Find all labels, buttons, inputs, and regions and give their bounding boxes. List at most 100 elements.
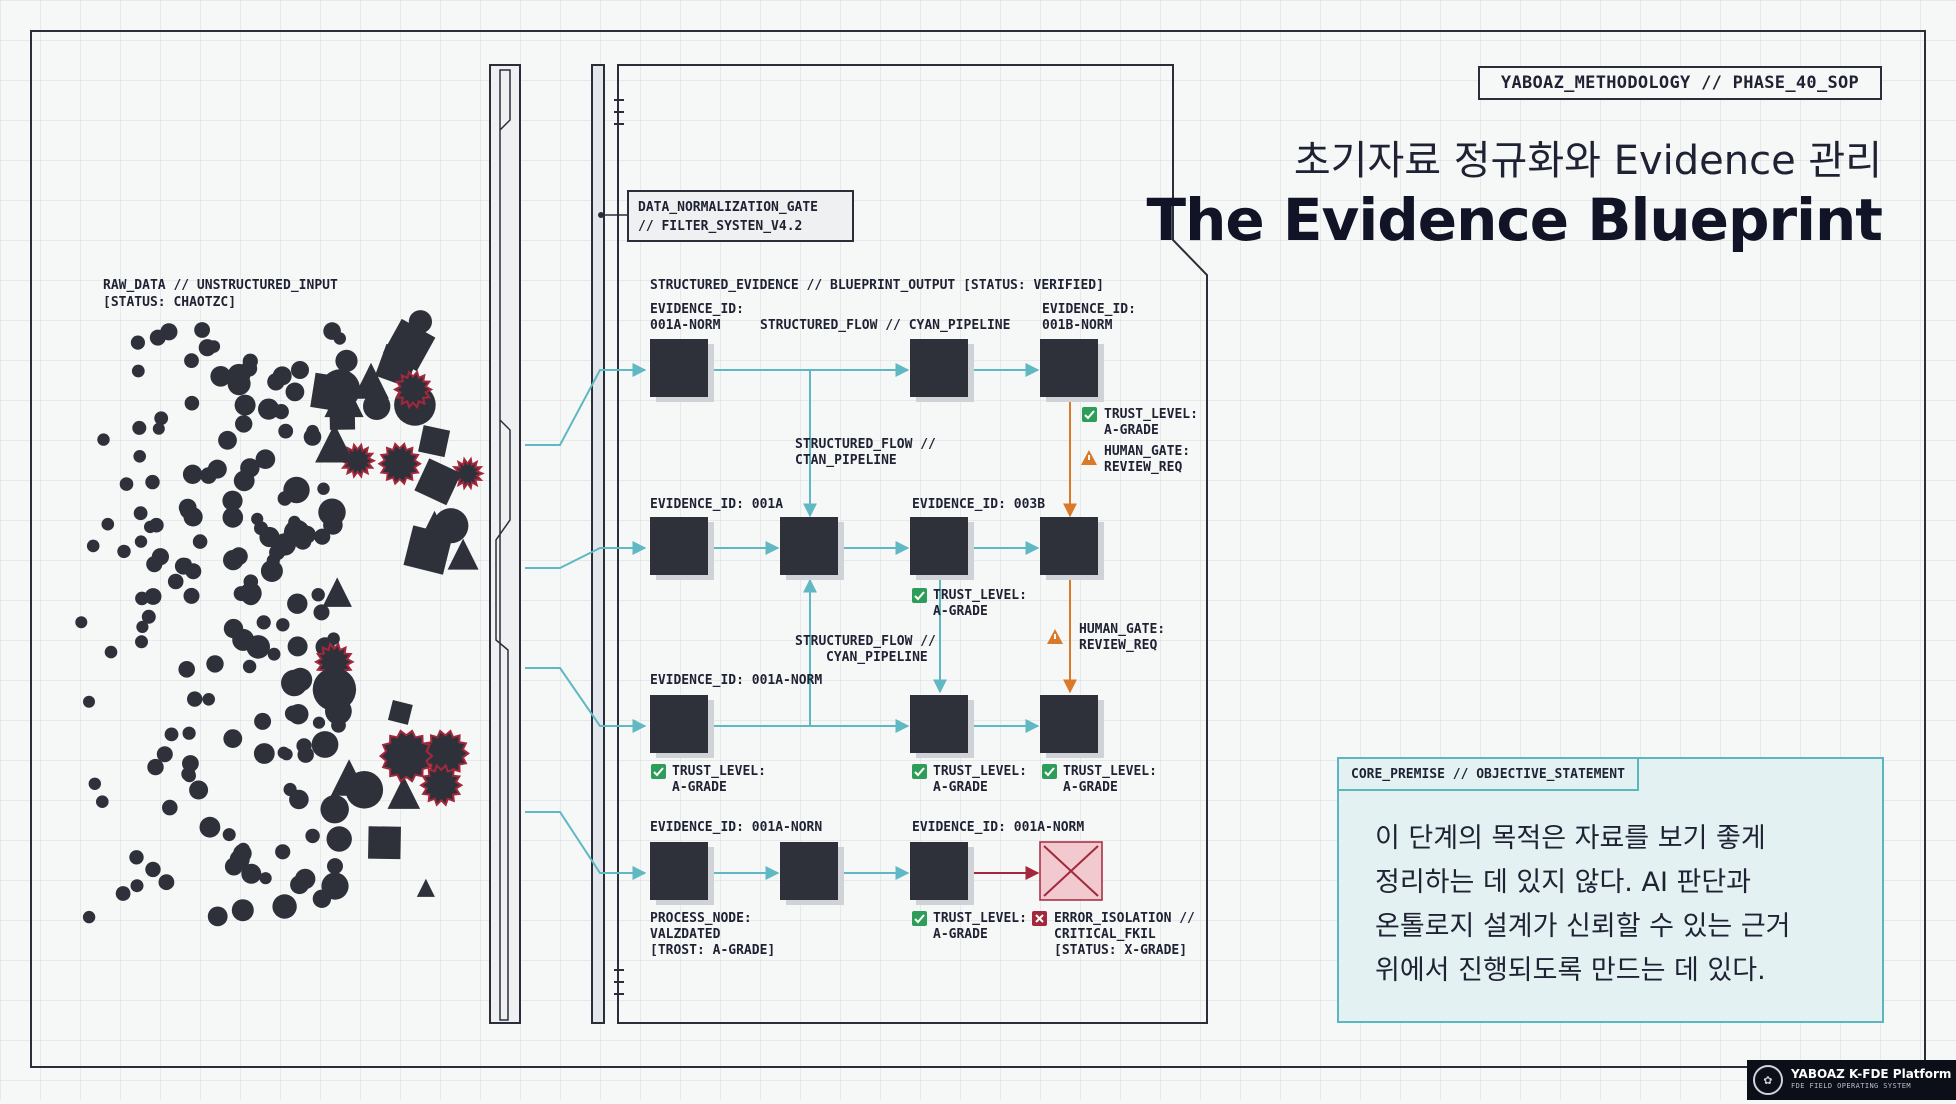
raw-dot bbox=[178, 661, 195, 678]
normalization-gate-wall bbox=[489, 64, 624, 1024]
raw-dot bbox=[117, 544, 131, 559]
raw-dot bbox=[312, 889, 332, 908]
raw-dot bbox=[141, 609, 156, 624]
node-r3-c1 bbox=[650, 695, 714, 758]
status-icons bbox=[651, 407, 1097, 926]
raw-dot bbox=[236, 842, 250, 857]
error-icon bbox=[1032, 911, 1047, 926]
blueprint-labels: EVIDENCE_ID: 001A-NORM STRUCTURED_FLOW /… bbox=[650, 302, 1198, 958]
raw-dot bbox=[232, 628, 255, 651]
raw-dot bbox=[182, 726, 196, 740]
flow-connectors bbox=[712, 363, 1077, 880]
raw-triangle bbox=[315, 423, 354, 463]
raw-dot bbox=[156, 746, 173, 763]
node-r2-c1 bbox=[650, 517, 714, 580]
raw-dot bbox=[184, 395, 200, 411]
gate-label: REVIEW_REQ bbox=[1079, 638, 1157, 653]
gate-label-box: DATA_NORMALIZATION_GATE // FILTER_SYSTEN… bbox=[598, 190, 854, 242]
raw-dot bbox=[284, 705, 301, 722]
error-label: CRITICAL_FKIL bbox=[1054, 927, 1156, 942]
gate-label: REVIEW_REQ bbox=[1104, 460, 1182, 475]
raw-dot bbox=[222, 490, 243, 511]
raw-dot bbox=[189, 780, 209, 800]
core-premise-panel: CORE_PREMISE // OBJECTIVE_STATEMENT 이 단계… bbox=[1337, 757, 1884, 1023]
raw-dot bbox=[267, 373, 285, 391]
raw-dot bbox=[288, 667, 313, 692]
trust-label: A-GRADE bbox=[933, 780, 988, 795]
process-label: VALZDATED bbox=[650, 927, 721, 942]
raw-data-label-line2: [STATUS: CHAOTZC] bbox=[103, 295, 236, 310]
process-label: PROCESS_NODE: bbox=[650, 911, 752, 926]
error-label: ERROR_ISOLATION // bbox=[1054, 911, 1195, 926]
node-r2-c3 bbox=[910, 517, 974, 580]
brand-badge: ✿ YABOAZ K-FDE Platform FDE FIELD OPERAT… bbox=[1747, 1060, 1956, 1100]
node-r3-c4 bbox=[1040, 695, 1104, 758]
raw-dot bbox=[227, 363, 251, 387]
raw-circle bbox=[335, 349, 358, 372]
page-title: The Evidence Blueprint bbox=[1146, 186, 1883, 254]
trust-label: TRUST_LEVEL: bbox=[933, 588, 1027, 603]
raw-dot bbox=[243, 574, 259, 589]
node-r4-c2 bbox=[780, 842, 844, 905]
blueprint-header: STRUCTURED_EVIDENCE // BLUEPRINT_OUTPUT … bbox=[650, 278, 1104, 293]
raw-dot bbox=[202, 693, 215, 706]
raw-dot bbox=[311, 588, 325, 602]
raw-dot bbox=[147, 758, 164, 776]
raw-dot bbox=[96, 795, 109, 808]
raw-dot bbox=[115, 886, 131, 901]
raw-dot bbox=[131, 364, 145, 378]
check-icon bbox=[651, 764, 666, 779]
raw-dot bbox=[235, 415, 253, 433]
raw-dot bbox=[149, 329, 166, 346]
raw-dot bbox=[104, 645, 118, 659]
raw-triangle bbox=[322, 577, 352, 607]
raw-dot bbox=[154, 411, 169, 426]
raw-dot bbox=[144, 588, 162, 605]
raw-dot bbox=[251, 512, 264, 526]
evidence-label: 001A-NORM bbox=[650, 318, 721, 333]
raw-dot bbox=[311, 731, 339, 758]
premise-line: 온톨로지 설계가 신뢰할 수 있는 근거 bbox=[1375, 911, 1791, 942]
raw-dot bbox=[327, 858, 343, 875]
raw-dot bbox=[206, 655, 224, 673]
flow-label: STRUCTURED_FLOW // CYAN_PIPELINE bbox=[760, 318, 1010, 333]
raw-dot bbox=[272, 894, 297, 919]
gate-label: HUMAN_GATE: bbox=[1104, 444, 1190, 459]
brand-subtitle: FDE FIELD OPERATING SYSTEM bbox=[1791, 1082, 1911, 1090]
raw-dot bbox=[285, 382, 305, 402]
core-premise-text: 이 단계의 목적은 자료를 보기 좋게 정리하는 데 있지 않다. AI 판단과… bbox=[1375, 817, 1862, 993]
evidence-label: EVIDENCE_ID: bbox=[1042, 302, 1136, 317]
raw-square bbox=[403, 525, 453, 575]
blueprint-document-frame bbox=[617, 64, 1208, 1024]
trust-label: A-GRADE bbox=[933, 927, 988, 942]
error-label: [STATUS: X-GRADE] bbox=[1054, 943, 1187, 958]
raw-dot bbox=[318, 498, 346, 526]
raw-triangle bbox=[447, 538, 479, 570]
raw-dot bbox=[129, 850, 144, 865]
raw-dot bbox=[259, 526, 280, 548]
raw-circle bbox=[408, 310, 432, 334]
raw-dot bbox=[326, 826, 352, 852]
raw-dot bbox=[83, 695, 95, 708]
raw-dot bbox=[222, 507, 244, 528]
raw-dot bbox=[222, 828, 236, 842]
raw-dot bbox=[296, 738, 312, 754]
raw-dot bbox=[241, 586, 261, 606]
raw-dot bbox=[312, 716, 326, 729]
raw-data-cluster bbox=[75, 310, 485, 927]
raw-dot bbox=[323, 322, 341, 340]
node-r2-c4 bbox=[1040, 517, 1104, 580]
raw-burst bbox=[392, 369, 434, 410]
core-premise-tab: CORE_PREMISE // OBJECTIVE_STATEMENT bbox=[1337, 757, 1639, 791]
raw-dot bbox=[259, 872, 272, 885]
flow-label: CTAN_PIPELINE bbox=[795, 453, 897, 468]
outer-frame bbox=[30, 30, 1926, 1068]
raw-dot bbox=[207, 340, 221, 353]
raw-dot bbox=[97, 433, 110, 446]
trust-label: A-GRADE bbox=[1063, 780, 1118, 795]
raw-dot bbox=[151, 548, 169, 566]
raw-dot bbox=[192, 534, 208, 549]
raw-dot bbox=[288, 515, 301, 529]
node-r4-c1 bbox=[650, 842, 714, 905]
